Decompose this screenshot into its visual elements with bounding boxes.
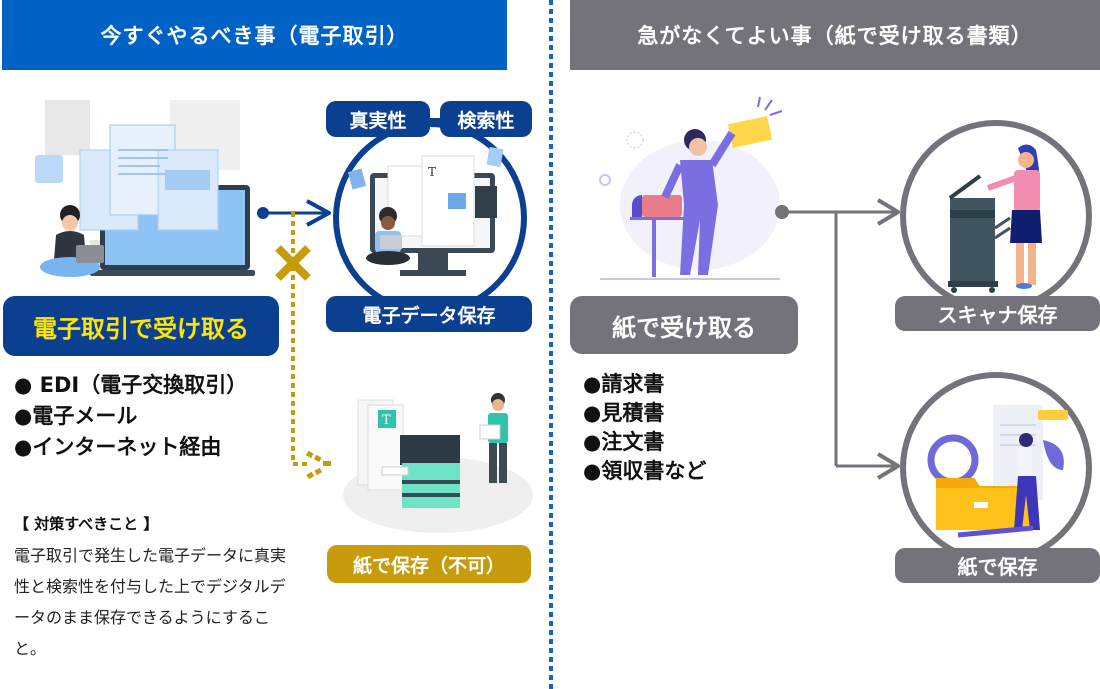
paper-filing-circle [900, 372, 1092, 564]
document-item-receipt: ●領収書など [583, 459, 707, 483]
electronic-methods-list: ● EDI（電子交換取引） ●電子メール ●インターネット経由 [14, 370, 247, 463]
method-item-edi: ● EDI（電子交換取引） [14, 373, 248, 397]
method-item-internet: ●インターネット経由 [14, 435, 222, 459]
svg-text:T: T [428, 165, 436, 179]
electronic-storage-circle: T [333, 121, 527, 315]
receive-electronically-label: 電子取引で受け取る [3, 296, 279, 356]
countermeasure-description: 電子取引で発生した電子データに真実性と検索性を付与した上でデジタルデータのまま保… [14, 546, 287, 658]
document-item-purchase-order: ●注文書 [583, 430, 665, 454]
electronic-documents-illustration [35, 100, 255, 277]
scanner-storage-circle [900, 120, 1092, 312]
document-item-quotation: ●見積書 [583, 401, 665, 425]
paper-storage-copier-illustration: T [343, 393, 533, 533]
paper-storage-label: 紙で保存 [895, 548, 1100, 583]
paper-storage-not-allowed-label: 紙で保存（不可） [327, 545, 531, 583]
svg-text:T: T [382, 413, 391, 428]
document-item-invoice: ●請求書 [583, 372, 665, 396]
flow-arrow-to-electronic-storage [257, 199, 331, 227]
tag-authenticity: 真実性 [326, 101, 430, 137]
tag-connector-line [430, 118, 444, 122]
receive-on-paper-label: 紙で受け取る [570, 296, 798, 354]
paper-section-header: 急がなくてよい事（紙で受け取る書類） [570, 0, 1100, 70]
scanner-storage-label: スキャナ保存 [895, 296, 1100, 331]
paper-mail-illustration [599, 96, 783, 280]
electronic-section-header: 今すぐやるべき事（電子取引） [2, 0, 507, 70]
paper-documents-list: ●請求書 ●見積書 ●注文書 ●領収書など [583, 370, 706, 486]
tag-searchability: 検索性 [440, 101, 532, 137]
section-divider [549, 0, 553, 689]
method-item-email: ●電子メール [14, 404, 138, 428]
countermeasure-heading: 【 対策すべきこと 】 [14, 515, 159, 533]
not-allowed-x-icon [275, 245, 311, 281]
electronic-data-storage-label: 電子データ保存 [326, 296, 532, 332]
flow-arrow-to-paper-storage-ng [291, 212, 331, 480]
flow-arrows-paper-branches [775, 198, 900, 480]
